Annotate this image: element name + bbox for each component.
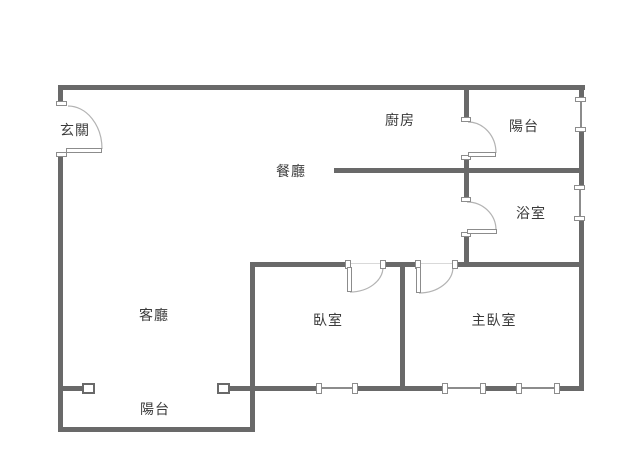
wall-left-lower (58, 157, 63, 432)
room-label-bedroom: 臥室 (313, 312, 343, 328)
window-jamb (575, 97, 586, 102)
window-jamb (574, 185, 585, 190)
entry-door-leaf (66, 148, 102, 153)
wall-top (58, 85, 585, 90)
wall-south-stub-left (58, 386, 82, 391)
wall-dining (334, 168, 584, 173)
master-bedroom-door-leaf (416, 267, 421, 293)
wall-left-upper (58, 85, 63, 102)
master-bedroom-door-jamb-right (452, 260, 458, 269)
bathroom-door-swing-arc (466, 201, 497, 231)
bathroom-door-jamb-bottom (461, 232, 471, 237)
window-glass-master-south-2 (522, 387, 554, 389)
wall-right-upper (579, 85, 584, 99)
wall-south-stub-right (230, 386, 255, 391)
window-jamb (516, 383, 522, 394)
window-jamb (575, 127, 586, 132)
bedroom-door-leaf (347, 267, 352, 292)
entry-door-jamb-top (56, 101, 67, 106)
room-label-living: 客廳 (139, 307, 169, 323)
bedroom-door-threshold (351, 263, 381, 264)
wall-kitchen-partition-middle (464, 160, 469, 198)
window-jamb (442, 383, 448, 394)
window-glass-bedroom-south (322, 387, 352, 389)
wall-right-middle (579, 131, 584, 186)
kitchen-balcony-door-jamb-top (461, 117, 471, 122)
kitchen-balcony-door-swing-arc (467, 121, 497, 154)
wall-south-bedroom-2 (357, 386, 443, 391)
kitchen-balcony-door-leaf (468, 152, 496, 157)
wall-bedrooms-top-middle (386, 262, 415, 267)
bedroom-door-jamb-right (380, 260, 386, 269)
window-jamb (480, 383, 486, 394)
wall-bedrooms-top-right (458, 262, 584, 267)
wall-bedroom-divider (400, 267, 405, 386)
room-label-dining: 餐廳 (276, 163, 306, 179)
sliding-door-post-left (82, 383, 95, 394)
wall-bedrooms-top-left (250, 262, 345, 267)
room-label-kitchen: 廚房 (385, 112, 415, 128)
window-jamb (316, 383, 322, 394)
window-jamb (352, 383, 358, 394)
room-label-bathroom: 浴室 (516, 205, 546, 221)
wall-south-bedroom-3 (485, 386, 517, 391)
room-label-master-bedroom: 主臥室 (471, 312, 517, 328)
master-bedroom-door-threshold (421, 263, 452, 264)
window-jamb (554, 383, 560, 394)
bathroom-door-jamb-top (461, 197, 471, 202)
window-jamb (574, 216, 585, 221)
room-label-entry: 玄關 (60, 122, 90, 138)
entry-door-jamb-bottom (56, 152, 67, 157)
bedroom-door-swing-arc (349, 266, 384, 293)
window-glass-master-south-1 (448, 387, 480, 389)
window-glass-balcony-east (580, 102, 582, 127)
room-label-balcony-bottom: 陽台 (140, 401, 170, 417)
sliding-door-post-right (217, 383, 230, 394)
room-label-balcony-top: 陽台 (509, 118, 539, 134)
wall-balcony-bottom (58, 427, 255, 432)
bathroom-door-leaf (467, 229, 497, 234)
wall-south-bedroom-1 (250, 386, 317, 391)
wall-living-bedroom-divider (250, 262, 255, 432)
wall-right-lower (579, 219, 584, 391)
wall-kitchen-partition-upper (464, 85, 469, 118)
kitchen-balcony-door-jamb-bottom (461, 155, 471, 160)
window-glass-bathroom-east (579, 190, 581, 216)
master-bedroom-door-swing-arc (418, 266, 454, 294)
wall-kitchen-partition-lower (464, 237, 469, 267)
wall-south-bedroom-4 (559, 386, 584, 391)
